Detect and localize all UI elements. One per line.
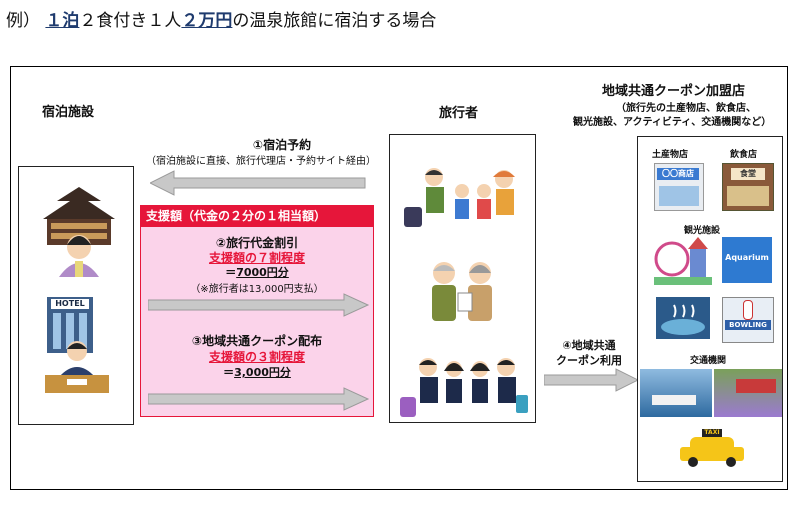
hotel-sign: HOTEL (51, 299, 89, 309)
arrow4-line2: クーポン利用 (556, 354, 622, 367)
title-nights: １泊 (45, 11, 80, 31)
souvenir-shop-icon: 〇〇商店 (654, 163, 704, 211)
train-photo (714, 369, 782, 417)
item2-equals: ＝ (225, 266, 237, 279)
elderly-couple-icon (432, 262, 492, 321)
hot-spring-icon (656, 297, 710, 339)
transport-label: 交通機関 (690, 356, 727, 366)
item2-amount: 7000円分 (236, 266, 289, 279)
diagram-frame (10, 66, 788, 490)
aquarium-icon: Aquarium (722, 237, 772, 283)
title-prefix: 例） (6, 11, 40, 31)
title-price: ２万円 (181, 11, 233, 31)
tourism-label: 観光施設 (684, 226, 721, 236)
shops-heading: 地域共通クーポン加盟店 (602, 84, 746, 99)
support-header: 支援額（代金の２分の１相当額） (140, 205, 374, 227)
souvenir-sign: 〇〇商店 (657, 168, 699, 180)
arrow4-label: ④地域共通 クーポン利用 (544, 338, 634, 368)
arrow-travel-discount (148, 293, 370, 317)
taxi-icon: TAXI (680, 429, 744, 467)
ryokan-icon (43, 187, 115, 277)
students-icon (400, 358, 528, 417)
bowling-icon: BOWLING (722, 297, 774, 343)
shops-sub2: 観光施設、アクティビティ、交通機関など） (573, 117, 772, 128)
title-rest: の温泉旅館に宿泊する場合 (232, 11, 437, 31)
boat-photo (640, 369, 712, 417)
family-icon (404, 168, 515, 227)
item2-red-label: 支援額の７割程度 (208, 251, 305, 265)
restaurant-icon: 食堂 (722, 163, 774, 211)
shops-box: 土産物店 飲食店 〇〇商店 食堂 観光施設 Aquarium BOWLING 交… (637, 136, 783, 482)
arrow4-line1: ④地域共通 (562, 339, 616, 352)
bowling-sign: BOWLING (725, 320, 771, 330)
title-meals: ２食付き１人 (79, 11, 182, 31)
traveler-heading: 旅行者 (439, 106, 479, 121)
arrow-reservation (150, 170, 366, 196)
support-box (140, 205, 374, 417)
souvenir-label: 土産物店 (652, 150, 689, 160)
item3-amount: 3,000円分 (234, 366, 291, 379)
item3-title: ③地域共通クーポン配布 (191, 334, 323, 348)
arrow1-title: ①宿泊予約 (252, 138, 312, 152)
item2-title: ②旅行代金割引 (215, 236, 299, 250)
item3-red-label: 支援額の３割程度 (208, 350, 305, 364)
taxi-sign: TAXI (702, 429, 722, 437)
theme-park-icon (654, 237, 712, 285)
arrow-coupon-distribution (148, 387, 370, 411)
shops-sub1: （旅行先の土産物店、飲食店、 (616, 103, 756, 114)
restaurant-label: 飲食店 (730, 150, 758, 160)
hotel-clerk-icon (45, 341, 109, 393)
item2-note: （※旅行者は13,000円支払） (190, 284, 324, 295)
page-title: 例） １泊２食付き１人２万円の温泉旅館に宿泊する場合 (6, 6, 436, 31)
traveler-box (389, 134, 536, 423)
facility-heading: 宿泊施設 (42, 105, 95, 120)
arrow-coupon-use (544, 368, 640, 392)
item3-equals: ＝ (223, 366, 235, 379)
restaurant-sign: 食堂 (731, 168, 765, 180)
arrow1-subtitle: （宿泊施設に直接、旅行代理店・予約サイト経由） (146, 156, 376, 167)
facility-box: HOTEL (18, 166, 134, 425)
aquarium-sign: Aquarium (725, 253, 769, 262)
